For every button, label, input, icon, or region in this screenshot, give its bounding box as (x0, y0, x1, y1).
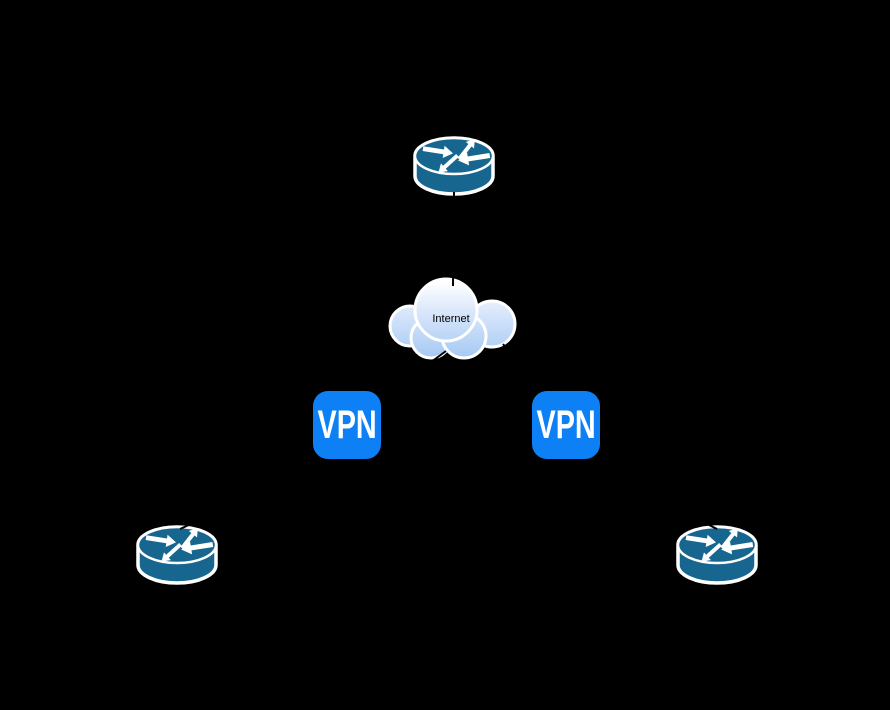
edge-vpn-right-to-branch (571, 455, 718, 530)
router-icon (676, 525, 758, 585)
vpn-left-label: VPN (317, 403, 377, 447)
internet-label: Internet (432, 313, 470, 325)
internet-cloud: Internet (388, 276, 518, 364)
vpn-badge-left: VPN (313, 391, 381, 459)
router-branch-right (674, 524, 760, 586)
cloud-icon (388, 277, 517, 360)
vpn-badge-right: VPN (532, 391, 600, 459)
edge-hq-to-cloud (452, 191, 455, 287)
router-hq (411, 135, 497, 197)
router-arrows-icon (685, 527, 754, 562)
router-arrows-icon (145, 527, 214, 562)
router-icon (136, 525, 218, 585)
router-icon (413, 136, 495, 196)
vpn-right-label: VPN (536, 403, 596, 447)
router-branch-left (134, 524, 220, 586)
router-arrows-icon (422, 138, 491, 173)
edge-vpn-left-to-branch (179, 455, 341, 530)
